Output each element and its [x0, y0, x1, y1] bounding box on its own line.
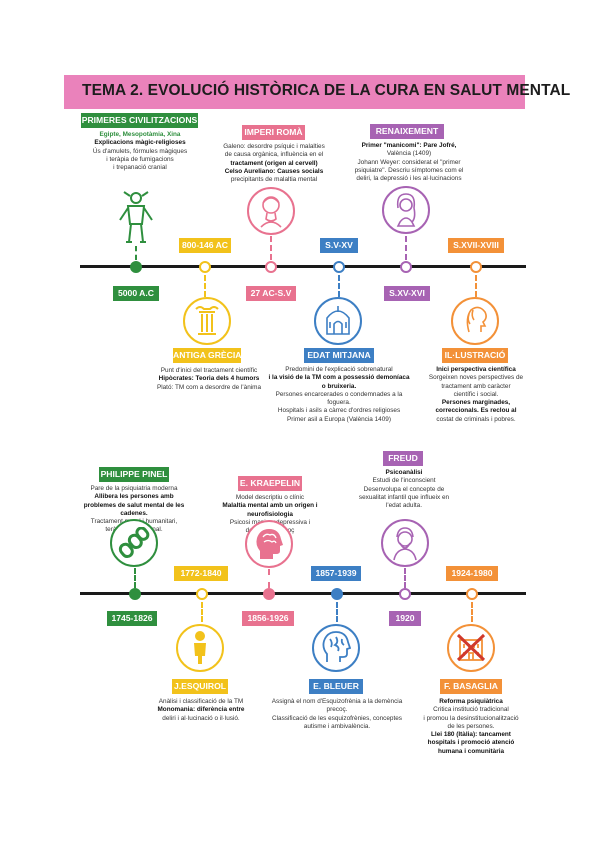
- illustracio-timeline-dot: [470, 261, 482, 273]
- page-title: TEMA 2. EVOLUCIÓ HISTÒRICA DE LA CURA EN…: [82, 82, 571, 99]
- renaixement-timeline-dot: [400, 261, 412, 273]
- basaglia-label: F. BASAGLIA: [440, 679, 502, 694]
- renaixement-date-badge: S.XV-XVI: [384, 286, 430, 301]
- medieval-label: EDAT MITJANA: [304, 348, 374, 363]
- broken-chains-icon: [118, 527, 150, 559]
- enlightenment-profile-icon: [461, 304, 491, 336]
- freud-date-badge: 1920: [389, 611, 421, 626]
- illustracio-connector: [475, 275, 477, 297]
- primeres-civilitzacions-description: Egipte, Mesopotàmia, Xina Explicacions m…: [92, 131, 188, 172]
- roma-date-badge: 27 AC-S.V: [246, 286, 296, 301]
- bleuer-label: E. BLEUER: [309, 679, 363, 694]
- grecia-date-badge: 800-146 AC: [179, 238, 231, 253]
- freud-label: FREUD: [383, 451, 423, 466]
- bleuer-timeline-dot: [331, 588, 343, 600]
- medieval-date-badge: S.V-XV: [320, 238, 358, 253]
- renaixement-label: RENAIXEMENT: [370, 124, 444, 139]
- pinel-circle: [110, 519, 158, 567]
- esquirol-timeline-dot: [196, 588, 208, 600]
- medieval-timeline-dot: [333, 261, 345, 273]
- illustracio-description: Inici perspectiva científica Sorgeixen n…: [428, 366, 524, 423]
- basaglia-connector: [471, 602, 473, 622]
- roman-bust-icon: [257, 193, 285, 229]
- basaglia-date-badge: 1924-1980: [446, 566, 498, 581]
- primeres-timeline-dot: [130, 261, 142, 273]
- kraepelin-label: E. KRAEPELIN: [238, 476, 302, 491]
- timeline-axis-1: [80, 265, 526, 268]
- renaissance-portrait-icon: [392, 192, 420, 228]
- medieval-description: Predomini de l'explicació sobrenatural i…: [268, 366, 410, 423]
- grecia-description: Punt d'inici del tractament científic Hi…: [156, 367, 262, 391]
- illustracio-circle: [451, 297, 499, 345]
- esquirol-description: Anàlisi i classificació de la TM Monoman…: [157, 698, 245, 722]
- freud-connector: [404, 568, 406, 588]
- kraepelin-date-badge: 1856-1926: [242, 611, 294, 626]
- grecia-connector: [204, 275, 206, 297]
- medieval-connector: [338, 275, 340, 297]
- pinel-connector: [134, 568, 136, 588]
- cathedral-icon: [323, 304, 353, 336]
- roma-connector: [270, 236, 272, 260]
- renaixement-description: Primer "manicomi": Pare Jofré, València …: [354, 142, 464, 183]
- basaglia-description: Reforma psiquiàtrica Critica institució …: [423, 698, 519, 755]
- roma-timeline-dot: [265, 261, 277, 273]
- pinel-date-badge: 1745-1826: [107, 611, 157, 626]
- esquirol-connector: [201, 602, 203, 622]
- pinel-timeline-dot: [129, 588, 141, 600]
- illustracio-date-badge: S.XVII-XVIII: [448, 238, 504, 253]
- renaixement-connector: [405, 236, 407, 260]
- thinking-person-icon: [186, 630, 214, 666]
- kraepelin-connector: [268, 569, 270, 588]
- timeline-axis-2: [80, 592, 526, 595]
- illustracio-label: IL·LUSTRACIÓ: [442, 348, 508, 363]
- basaglia-timeline-dot: [466, 588, 478, 600]
- roma-description: Galeno: desordre psíquic i malalties de …: [223, 143, 325, 184]
- egyptian-figure-icon: [116, 190, 156, 246]
- primeres-civilitzacions-label: PRIMERES CIVILITZACIONS: [81, 113, 198, 128]
- freud-timeline-dot: [399, 588, 411, 600]
- grecia-timeline-dot: [199, 261, 211, 273]
- hospital-closed-icon: [456, 632, 486, 662]
- head-brain-icon: [254, 527, 284, 561]
- bleuer-connector: [336, 602, 338, 622]
- head-split-mind-icon: [321, 630, 351, 664]
- title-banner: [64, 75, 525, 109]
- greek-column-icon: [194, 305, 220, 337]
- pinel-label: PHILIPPE PINEL: [99, 467, 169, 482]
- primeres-connector: [135, 246, 137, 260]
- freud-description: Psicoanàlisi Estudi de l'inconscient Des…: [358, 469, 450, 510]
- freud-circle: [381, 519, 429, 567]
- roma-circle: [247, 187, 295, 235]
- grecia-label: ANTIGA GRÈCIA: [173, 348, 241, 363]
- esquirol-label: J.ESQUIROL: [172, 679, 228, 694]
- kraepelin-timeline-dot: [263, 588, 275, 600]
- roma-label: IMPERI ROMÀ: [242, 125, 305, 140]
- freud-portrait-icon: [391, 525, 419, 561]
- bleuer-date-badge: 1857-1939: [311, 566, 361, 581]
- primeres-date-badge: 5000 A.C: [113, 286, 159, 301]
- esquirol-date-badge: 1772-1840: [174, 566, 228, 581]
- bleuer-description: Assignà el nom d'Esquizofrènia a la demè…: [271, 698, 403, 730]
